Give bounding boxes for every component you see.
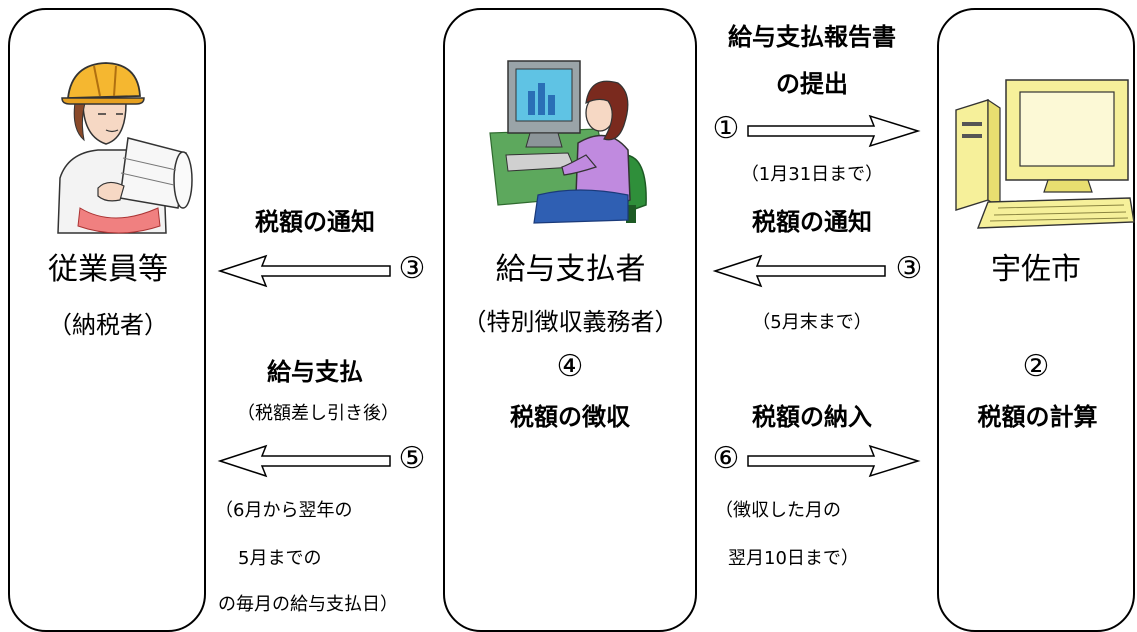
step-4-label: 税額の徴収	[510, 403, 630, 431]
right-report-deadline: （1月31日まで）	[740, 164, 884, 185]
right-notice-deadline: （5月末まで）	[752, 312, 872, 333]
right-notice-label: 税額の通知	[752, 208, 872, 236]
worker-illustration	[57, 62, 193, 234]
step-2-label: 税額の計算	[977, 403, 1098, 431]
right-arrow-notice	[712, 254, 886, 288]
right-arrow-payin	[747, 444, 921, 478]
left-pay-label: 給与支払	[267, 358, 363, 386]
step-3-left-number: ③	[398, 251, 426, 286]
computer-illustration	[955, 79, 1135, 229]
employer-title: 給与支払者	[495, 252, 646, 287]
step-5-number: ⑤	[398, 441, 426, 476]
left-pay-period-line1: （6月から翌年の	[215, 500, 353, 521]
employer-subtitle: （特別徴収義務者）	[462, 308, 679, 336]
right-report-label-line2: の提出	[776, 70, 848, 98]
left-pay-period-line2: 5月までの	[238, 548, 322, 569]
city-title: 宇佐市	[991, 252, 1081, 287]
left-pay-period-line3: の毎月の給与支払日）	[218, 594, 398, 615]
step-3-right-number: ③	[895, 251, 923, 286]
left-pay-note: （税額差し引き後）	[237, 403, 399, 424]
step-2-number: ②	[1022, 349, 1050, 384]
right-report-label-line1: 給与支払報告書	[728, 23, 896, 51]
step-6-number: ⑥	[712, 441, 740, 476]
right-payin-label: 税額の納入	[752, 403, 872, 431]
employee-title: 従業員等	[48, 252, 168, 287]
employee-subtitle: （納税者）	[48, 311, 168, 339]
left-arrow-notice	[217, 254, 391, 288]
right-arrow-report	[747, 114, 921, 148]
right-payin-deadline-line1: （徴収した月の	[715, 500, 841, 521]
office-worker-illustration	[489, 60, 647, 224]
left-notice-label: 税額の通知	[255, 208, 375, 236]
step-1-number: ①	[712, 111, 740, 146]
left-arrow-pay	[217, 444, 391, 478]
right-payin-deadline-line2: 翌月10日まで）	[728, 548, 859, 569]
step-4-number: ④	[556, 349, 584, 384]
